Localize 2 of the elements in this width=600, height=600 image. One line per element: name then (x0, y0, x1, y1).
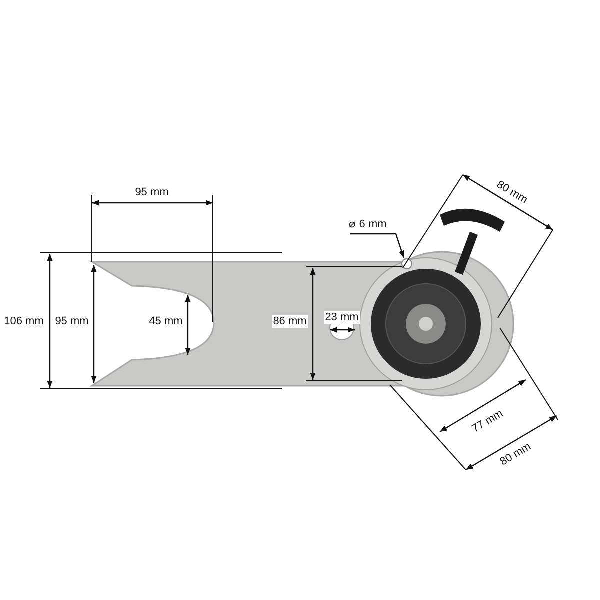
dimension-label: 86 mm (272, 316, 308, 328)
dimension-label: 23 mm (324, 312, 360, 324)
